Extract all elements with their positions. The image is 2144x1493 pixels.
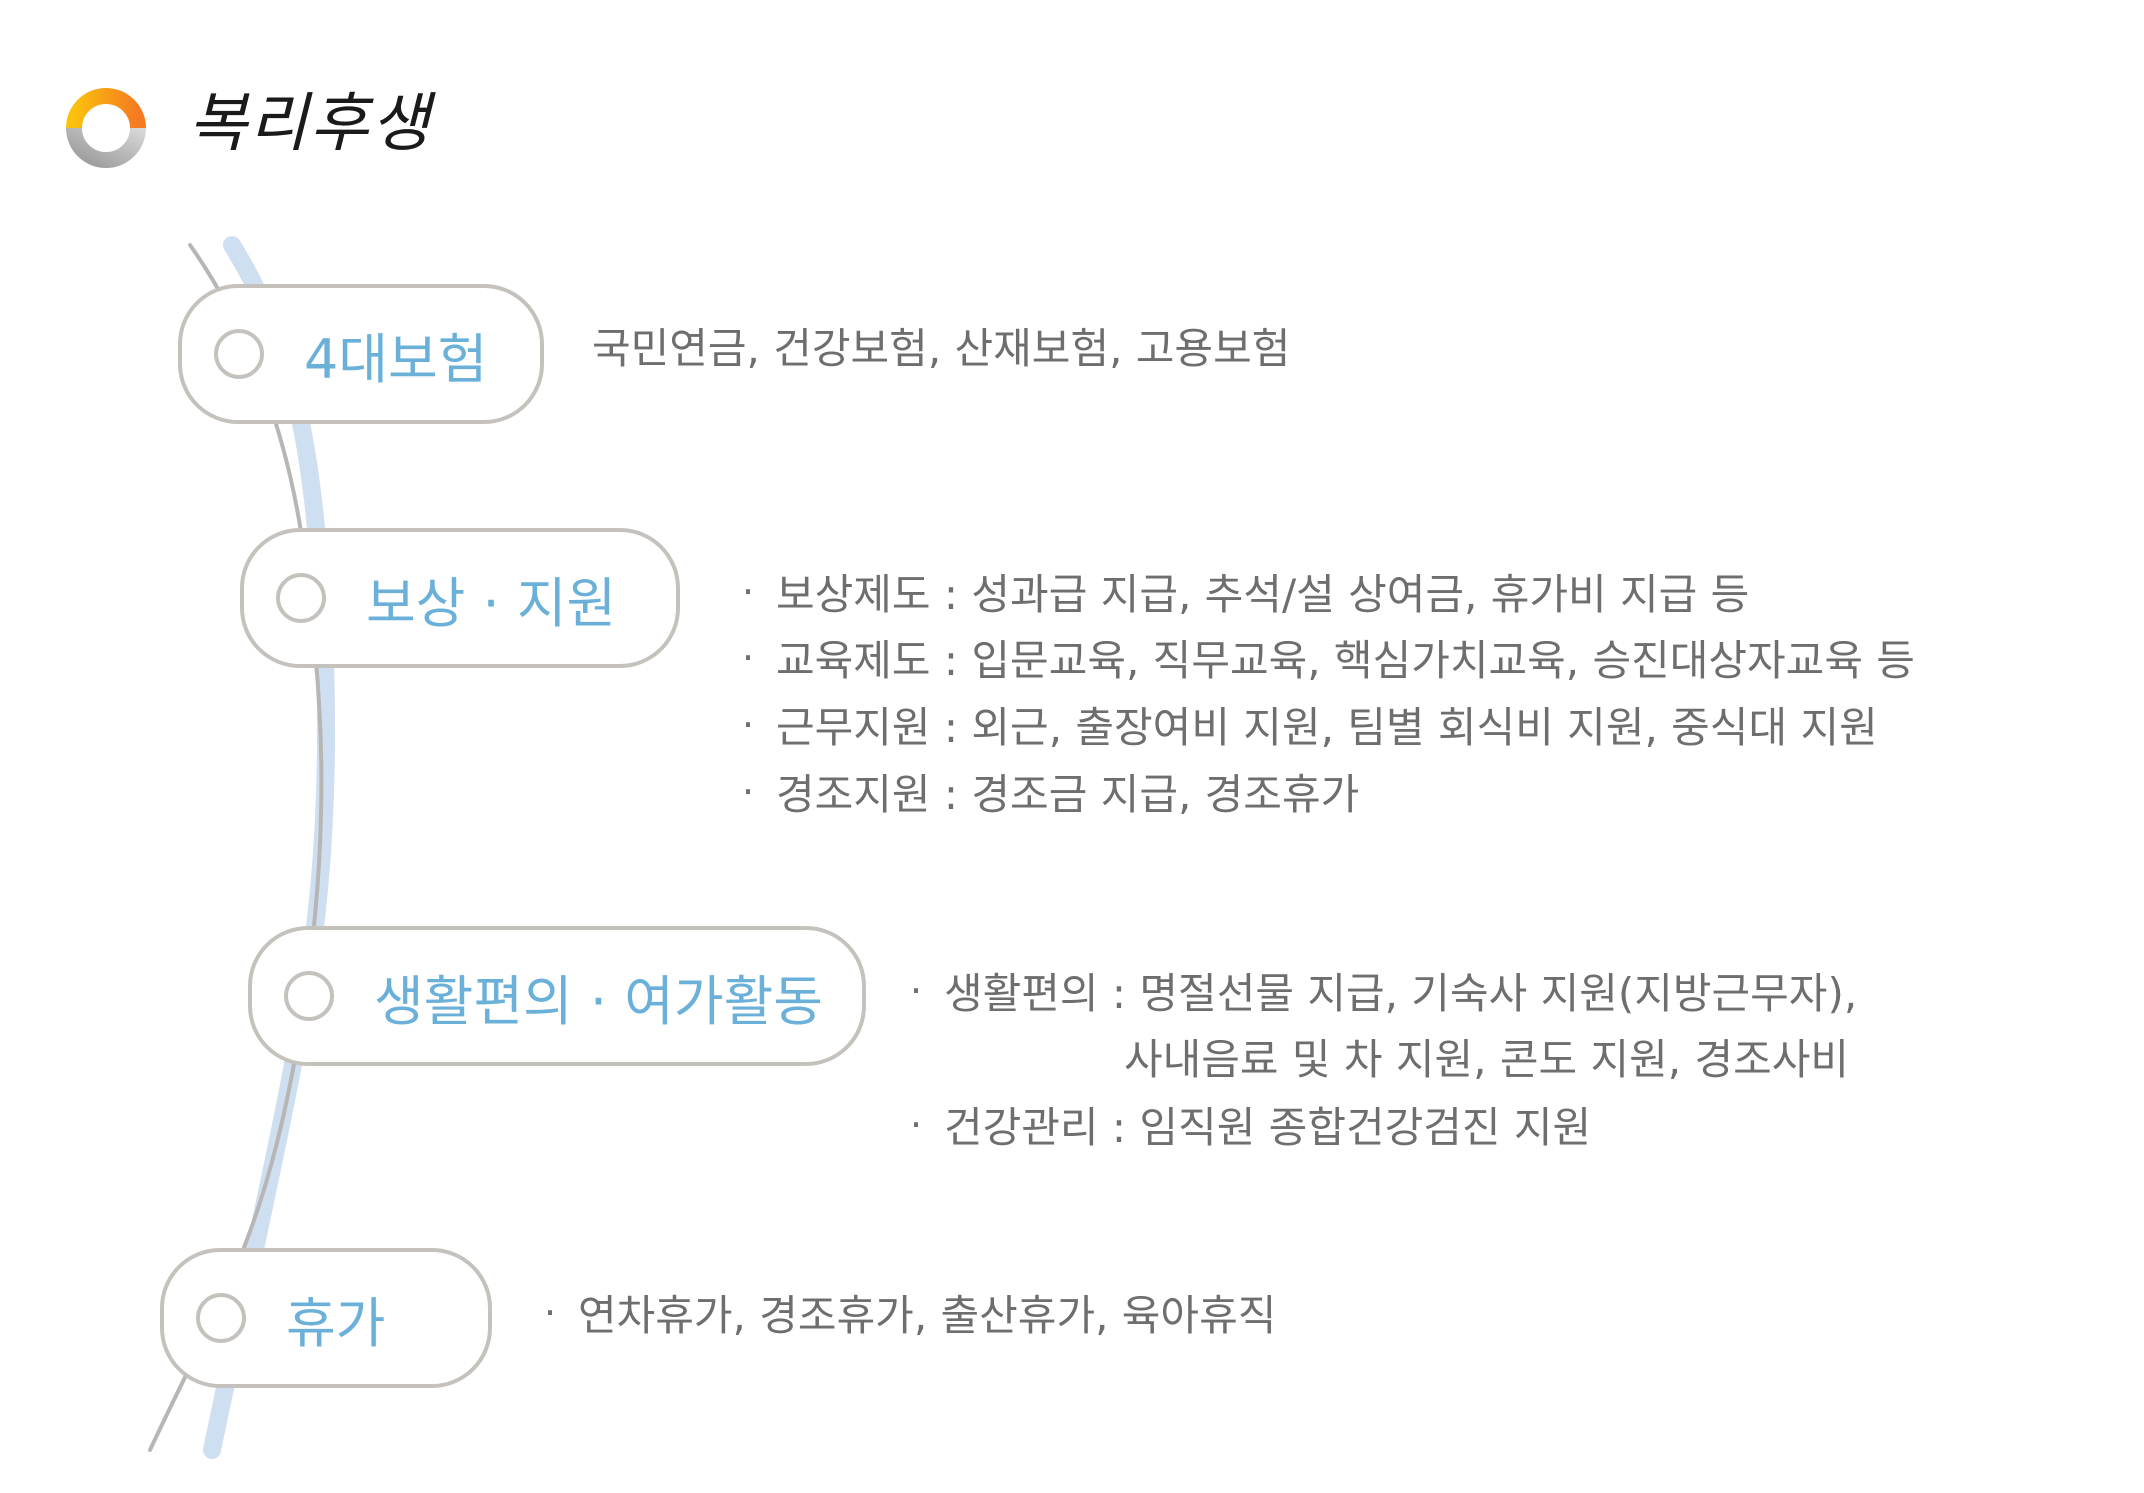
detail-line: 교육제도 : 입문교육, 직무교육, 핵심가치교육, 승진대상자교육 등: [776, 636, 1915, 685]
section-label: 휴가: [286, 1291, 386, 1355]
detail-line: 건강관리 : 임직원 종합건강검진 지원: [944, 1103, 1592, 1152]
bullet-dot-icon: ·: [742, 636, 755, 680]
logo-text: 복리후생: [188, 87, 432, 161]
detail-line: 사내음료 및 차 지원, 콘도 지원, 경조사비: [1124, 1035, 1850, 1084]
section-pill-leave: 휴가: [160, 1248, 492, 1388]
detail-line: 근무지원 : 외근, 출장여비 지원, 팀별 회식비 지원, 중식대 지원: [776, 703, 1878, 752]
bullet-dot-icon: ·: [544, 1291, 557, 1335]
circle-marker-icon: [214, 329, 264, 379]
detail-line: 생활편의 : 명절선물 지급, 기숙사 지원(지방근무자),: [944, 969, 1858, 1018]
circle-marker-icon: [284, 971, 334, 1021]
section-label: 보상 · 지원: [366, 571, 617, 635]
bullet-dot-icon: ·: [742, 703, 755, 747]
circle-marker-icon: [276, 573, 326, 623]
detail-line: 보상제도 : 성과급 지급, 추석/설 상여금, 휴가비 지급 등: [776, 570, 1750, 619]
detail-line: 국민연금, 건강보험, 산재보험, 고용보험: [592, 324, 1291, 373]
bullet-dot-icon: ·: [910, 969, 923, 1013]
logo-ring-icon: [66, 88, 146, 168]
section-pill-insurance: 4대보험: [178, 284, 544, 424]
bullet-dot-icon: ·: [742, 770, 755, 814]
bullet-dot-icon: ·: [910, 1103, 923, 1147]
detail-line: 연차휴가, 경조휴가, 출산휴가, 육아휴직: [578, 1291, 1277, 1340]
detail-line: 경조지원 : 경조금 지급, 경조휴가: [776, 770, 1360, 819]
circle-marker-icon: [196, 1293, 246, 1343]
section-pill-compensation: 보상 · 지원: [240, 528, 680, 668]
section-label: 생활편의 · 여가활동: [374, 969, 823, 1033]
section-pill-lifestyle: 생활편의 · 여가활동: [248, 926, 866, 1066]
section-label: 4대보험: [304, 327, 488, 391]
bullet-dot-icon: ·: [742, 570, 755, 614]
